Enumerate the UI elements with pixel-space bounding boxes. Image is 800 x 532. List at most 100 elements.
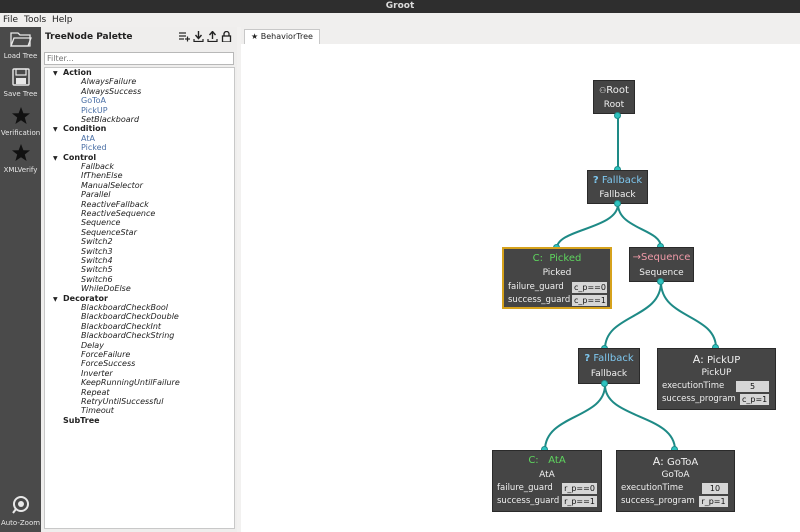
port-key: executionTime — [662, 381, 725, 391]
palette-item[interactable]: ReactiveSequence — [81, 209, 156, 218]
condition-icon: C: — [532, 253, 543, 264]
node-name: AtA — [539, 470, 555, 480]
star-icon: ★ — [251, 32, 259, 41]
node-pickup[interactable]: A: PickUP PickUP executionTime 5 success… — [657, 348, 776, 410]
port-value[interactable]: r_p=1 — [699, 496, 728, 507]
palette-item[interactable]: RetryUntilSuccessful — [81, 397, 164, 406]
palette-tree: ▼Action AlwaysFailure AlwaysSuccess GoTo… — [44, 67, 235, 529]
palette-item[interactable]: Delay — [81, 340, 104, 350]
palette-item[interactable]: Switch5 — [81, 265, 113, 275]
node-root[interactable]: ⚇Root Root — [593, 80, 635, 114]
palette-item[interactable]: ReactiveFallback — [81, 199, 149, 209]
verification-button[interactable]: Verification — [0, 106, 41, 137]
port-key: success_guard — [508, 295, 571, 305]
node-header: ⚇Root — [599, 85, 629, 96]
palette-item[interactable]: Sequence — [81, 218, 121, 228]
download-icon[interactable] — [193, 31, 204, 42]
palette-item[interactable]: BlackboardCheckBool — [81, 303, 168, 312]
palette-item[interactable]: AlwaysFailure — [81, 77, 137, 87]
add-node-icon[interactable] — [179, 31, 190, 42]
palette-item[interactable]: AtA — [81, 133, 95, 143]
category-condition[interactable]: ▼Condition — [53, 124, 107, 134]
palette-item[interactable]: BlackboardCheckString — [81, 331, 175, 341]
edge-sequence-pickup — [660, 281, 717, 349]
tree-icon: ⚇ — [599, 86, 607, 95]
menu-file[interactable]: File — [3, 15, 19, 25]
node-sequence[interactable]: →Sequence Sequence — [629, 247, 694, 282]
node-gotoa[interactable]: A: GoToA GoToA executionTime 10 success_… — [616, 450, 735, 512]
xml-verify-button[interactable]: XMLVerify — [0, 143, 41, 174]
port-value[interactable]: 5 — [736, 381, 769, 392]
palette-item[interactable]: BlackboardCheckDouble — [81, 312, 179, 322]
port-value[interactable]: r_p==1 — [562, 496, 597, 507]
node-fallback[interactable]: ? Fallback Fallback — [578, 348, 640, 384]
port-value[interactable]: c_p==1 — [572, 295, 607, 306]
palette-item[interactable]: ForceFailure — [81, 350, 131, 359]
port-value[interactable]: c_p==0 — [572, 282, 607, 293]
node-name: PickUP — [701, 368, 732, 378]
palette-item[interactable]: BlackboardCheckInt — [81, 321, 162, 331]
node-ata[interactable]: C: AtA AtA failure_guard r_p==0 success_… — [492, 450, 602, 512]
port-value[interactable]: c_p=1 — [740, 394, 769, 405]
menu-help[interactable]: Help — [52, 15, 73, 25]
node-name: Fallback — [590, 369, 628, 379]
palette-item[interactable]: PickUP — [81, 105, 108, 115]
palette-item[interactable]: SequenceStar — [81, 227, 137, 237]
auto-zoom-button[interactable]: Auto-Zoom — [0, 495, 41, 527]
category-decorator[interactable]: ▼Decorator — [53, 293, 108, 303]
palette-item[interactable]: Switch3 — [81, 246, 113, 256]
palette-item[interactable]: SetBlackboard — [81, 115, 140, 124]
palette-item[interactable]: Switch2 — [81, 237, 113, 247]
palette-item[interactable]: AlwaysSuccess — [81, 86, 142, 96]
node-header: →Sequence — [632, 252, 691, 263]
palette-item[interactable]: Inverter — [81, 368, 113, 378]
palette-item[interactable]: Switch6 — [81, 274, 113, 284]
lock-icon[interactable] — [221, 31, 232, 42]
edge-fallback-sequence — [617, 203, 662, 248]
expand-arrow-icon: ▼ — [53, 295, 58, 303]
palette-item[interactable]: IfThenElse — [81, 171, 123, 181]
node-name: Fallback — [599, 190, 636, 200]
edge-sequence-fallback2 — [604, 281, 662, 350]
tree-canvas[interactable]: ⚇Root Root ? Fallback Fallback C: Picked… — [241, 44, 800, 532]
port-value[interactable]: r_p==0 — [562, 483, 597, 494]
port-key: success_program — [662, 394, 736, 404]
port-dot[interactable] — [614, 112, 621, 119]
node-fallback[interactable]: ? Fallback Fallback — [587, 170, 648, 204]
palette-item[interactable]: GoToA — [81, 96, 106, 106]
category-action[interactable]: ▼Action — [53, 68, 92, 77]
left-toolbar: Load Tree Save Tree Verification XMLVeri… — [0, 27, 41, 532]
palette-item[interactable]: ManualSelector — [81, 180, 143, 190]
palette-item[interactable]: Switch4 — [81, 256, 113, 265]
palette-item[interactable]: KeepRunningUntilFailure — [81, 378, 180, 388]
palette-item[interactable]: Picked — [81, 143, 107, 153]
palette-item[interactable]: Timeout — [81, 406, 114, 416]
tab-behaviortree[interactable]: ★ BehaviorTree — [244, 29, 320, 44]
menu-tools[interactable]: Tools — [24, 15, 47, 25]
palette-item[interactable]: WhileDoElse — [81, 284, 131, 294]
port-key: failure_guard — [497, 483, 553, 493]
folder-open-icon — [9, 32, 32, 47]
palette-filter-input[interactable] — [44, 52, 234, 65]
expand-arrow-icon: ▼ — [53, 126, 58, 134]
palette-item[interactable]: Parallel — [81, 190, 111, 200]
node-picked[interactable]: C: Picked Picked failure_guard c_p==0 su… — [502, 247, 612, 309]
save-tree-button[interactable]: Save Tree — [0, 67, 41, 98]
palette-item[interactable]: ForceSuccess — [81, 359, 136, 369]
category-control[interactable]: ▼Control — [53, 152, 97, 162]
port-dot[interactable] — [601, 380, 608, 387]
palette-item[interactable]: Fallback — [81, 162, 114, 171]
auto-zoom-label: Auto-Zoom — [0, 519, 41, 527]
node-header: C: AtA — [528, 455, 566, 466]
port-dot[interactable] — [614, 200, 621, 207]
category-subtree[interactable]: SubTree — [63, 415, 100, 425]
port-value[interactable]: 10 — [702, 483, 728, 494]
port-key: success_guard — [497, 496, 560, 506]
upload-icon[interactable] — [207, 31, 218, 42]
port-key: executionTime — [621, 483, 684, 493]
condition-icon: C: — [528, 455, 539, 466]
window-title: Groot — [385, 1, 415, 11]
port-dot[interactable] — [657, 278, 664, 285]
load-tree-button[interactable]: Load Tree — [0, 30, 41, 60]
palette-item[interactable]: Repeat — [81, 387, 110, 397]
